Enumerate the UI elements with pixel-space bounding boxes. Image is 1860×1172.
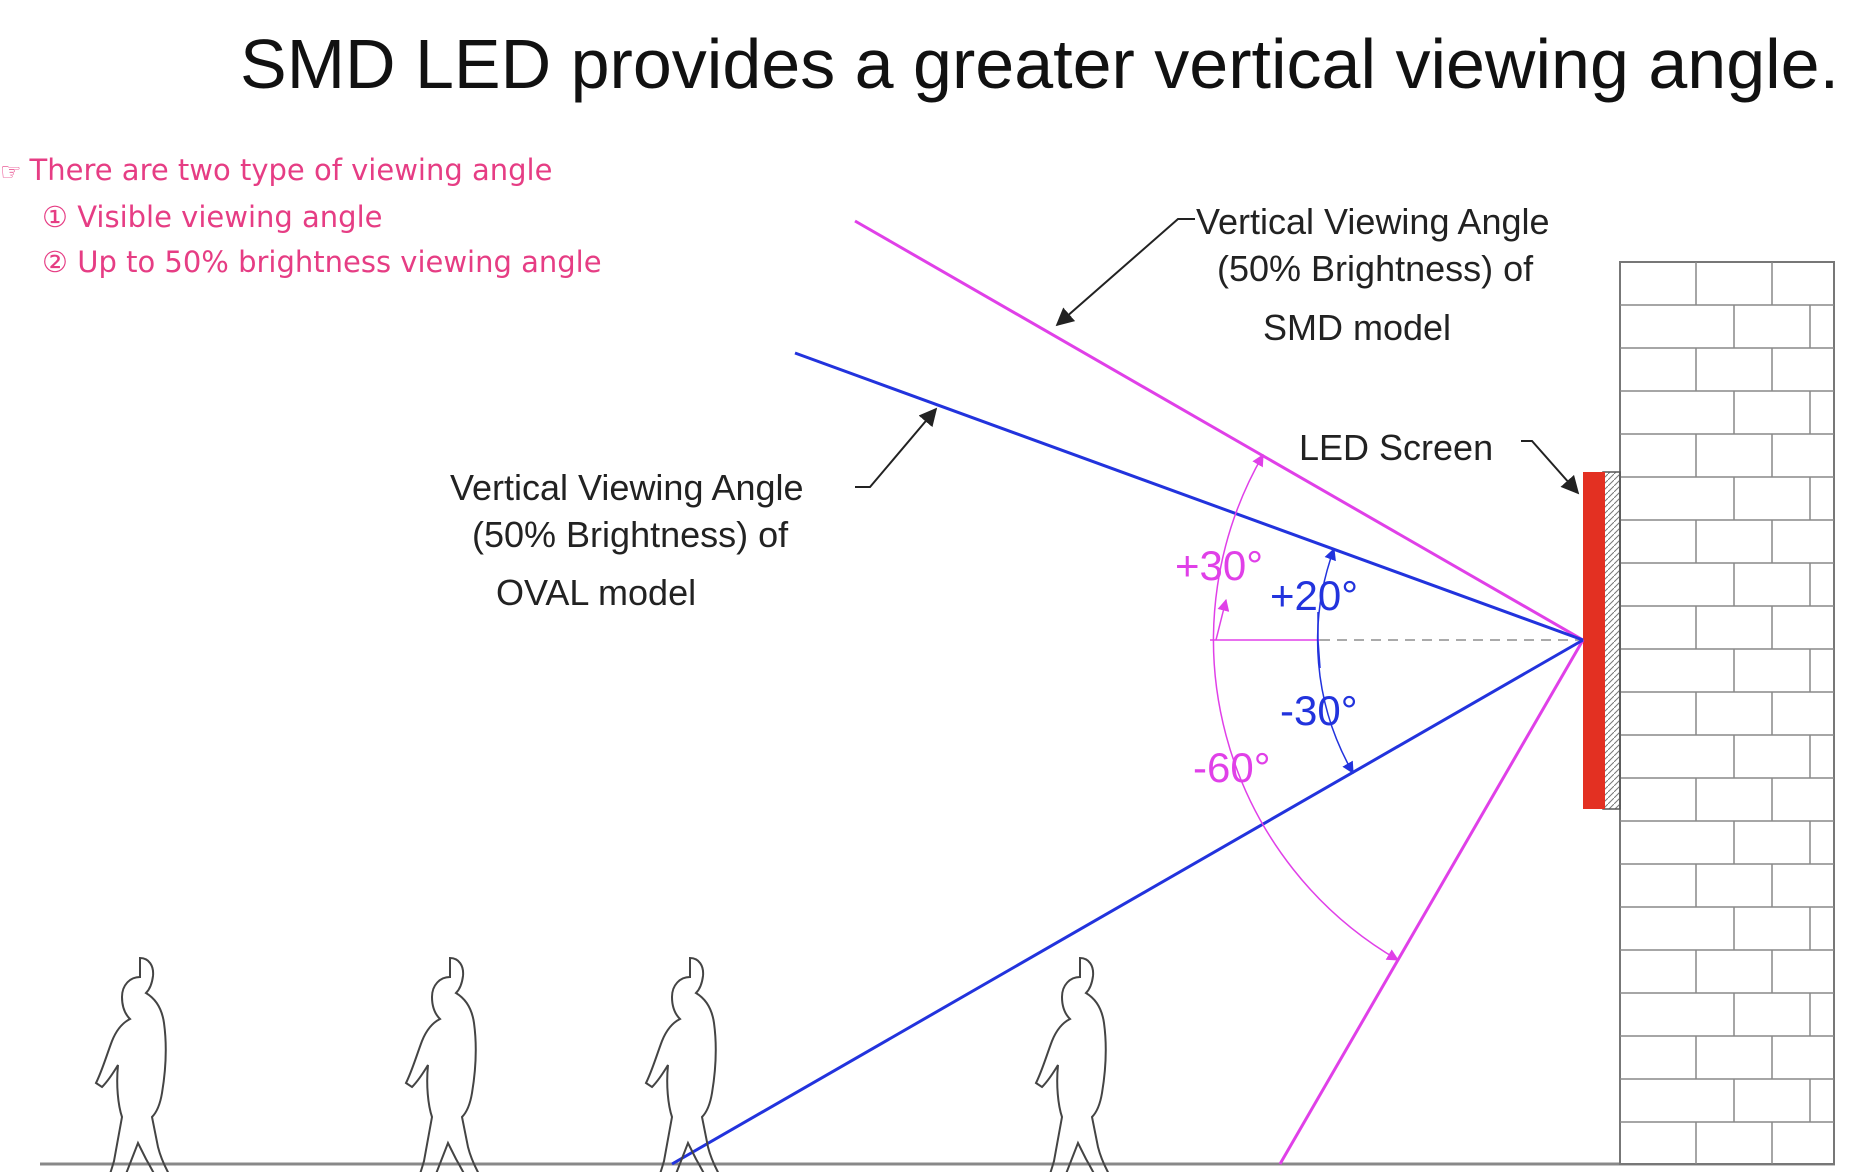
smd-label-line2: (50% Brightness) of (1217, 248, 1534, 289)
oval-angle-arc-center-ticks (1317, 612, 1321, 669)
smd-angle-arc (1212, 453, 1400, 961)
smd-up-angle-label: +30° (1175, 542, 1263, 589)
led-screen-leader-arrow (1521, 440, 1580, 495)
oval-lower-boundary-line (671, 638, 1584, 1166)
oval-upper-boundary-line (794, 351, 1584, 642)
pedestrian-figure (94, 956, 170, 1172)
smd-label-line3: SMD model (1263, 307, 1451, 348)
oval-label-leader-arrow (855, 407, 938, 488)
oval-down-angle-label: -30° (1280, 687, 1358, 734)
pedestrians (94, 956, 1110, 1172)
pedestrian-figure (644, 956, 720, 1172)
smd-label-leader-arrow (1055, 218, 1195, 327)
notes-heading-row: ☞There are two type of viewing angle (0, 148, 602, 195)
pedestrian-figure (1034, 956, 1110, 1172)
oval-angle-arc (1316, 547, 1354, 775)
pointing-hand-icon: ☞ (0, 158, 22, 186)
led-screen-hatch (1602, 471, 1621, 810)
slide-title: SMD LED provides a greater vertical view… (240, 25, 1840, 103)
smd-label-line1: Vertical Viewing Angle (1196, 201, 1550, 242)
note-item-visible: ① Visible viewing angle (42, 200, 383, 234)
pedestrian-figure (404, 956, 480, 1172)
led-screen-label: LED Screen (1299, 427, 1493, 468)
notes-heading: There are two type of viewing angle (29, 153, 553, 187)
smd-upper-boundary-line (854, 219, 1584, 642)
oval-label-line1: Vertical Viewing Angle (450, 467, 804, 508)
oval-label-line3: OVAL model (496, 572, 696, 613)
viewing-angle-notes: ☞There are two type of viewing angle ① V… (0, 148, 602, 285)
smd-angle-arc-up-tick (1215, 598, 1230, 641)
note-item-brightness: ② Up to 50% brightness viewing angle (42, 245, 602, 279)
smd-down-angle-label: -60° (1193, 744, 1271, 791)
oval-label-line2: (50% Brightness) of (472, 514, 789, 555)
smd-lower-boundary-line (1278, 639, 1585, 1165)
brick-wall (1619, 261, 1835, 1165)
oval-up-angle-label: +20° (1270, 572, 1358, 619)
led-screen (1583, 472, 1605, 809)
